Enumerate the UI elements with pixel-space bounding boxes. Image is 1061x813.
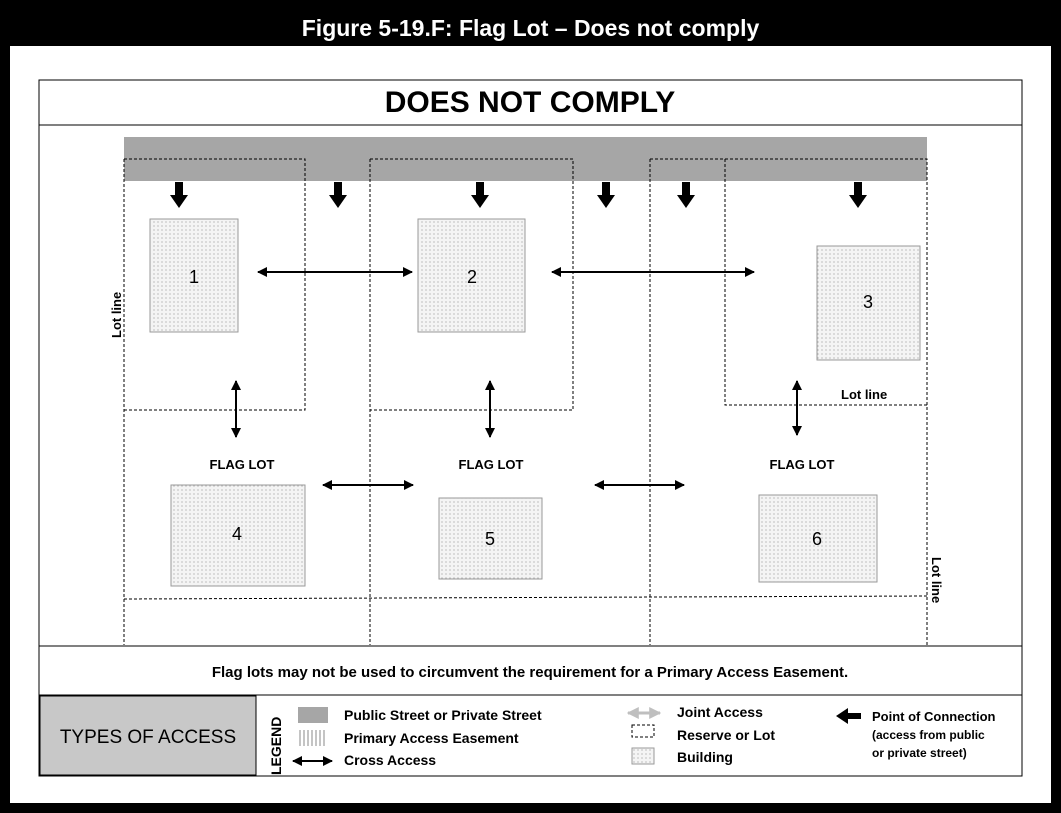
legend-primary-easement: Primary Access Easement (344, 730, 519, 746)
legend-joint-access: Joint Access (677, 704, 763, 720)
reserve-lot-swatch (631, 724, 655, 738)
legend-building: Building (677, 749, 733, 765)
legend-items: Public Street or Private Street Primary … (292, 704, 996, 768)
figure-title: Figure 5-19.F: Flag Lot – Does not compl… (10, 10, 1051, 46)
lot-lines (123, 158, 928, 645)
point-of-connection-icon (597, 182, 615, 208)
lot-line-label: Lot line (109, 292, 124, 338)
diagram-heading: DOES NOT COMPLY (385, 86, 676, 119)
lot-number-1: 1 (189, 267, 199, 287)
lot-number-2: 2 (467, 267, 477, 287)
lot-numbers: 1 2 3 4 5 6 (189, 267, 873, 549)
building-2 (417, 218, 526, 333)
point-of-connection-icon (849, 182, 867, 208)
types-of-access-box (39, 695, 257, 776)
point-of-connection-icon (329, 182, 347, 208)
legend-cross-access: Cross Access (344, 752, 436, 768)
legend-public-street: Public Street or Private Street (344, 707, 542, 723)
building-6 (758, 494, 878, 583)
lot-number-3: 3 (863, 292, 873, 312)
diagram-border (38, 79, 1023, 777)
flag-lot-label: FLAG LOT (459, 457, 524, 472)
cross-access-arrows (231, 267, 802, 490)
public-street-swatch (298, 707, 328, 723)
points-of-connection (170, 182, 867, 208)
building-5 (438, 497, 543, 580)
lot-line-label: Lot line (841, 387, 887, 402)
primary-easement-swatch (299, 730, 325, 746)
flag-lot-label: FLAG LOT (210, 457, 275, 472)
lot-number-6: 6 (812, 529, 822, 549)
building-3 (816, 245, 921, 361)
lot-number-5: 5 (485, 529, 495, 549)
building-4 (170, 484, 306, 587)
building-1 (149, 218, 239, 333)
legend-label: LEGEND (268, 717, 284, 775)
note-text: Flag lots may not be used to circumvent … (212, 664, 848, 681)
legend-point-of-connection: Point of Connection (872, 709, 996, 724)
point-of-connection-legend-icon (836, 708, 861, 724)
legend-poc-note-line1: (access from public (872, 728, 985, 742)
flag-lot-label: FLAG LOT (770, 457, 835, 472)
point-of-connection-icon (677, 182, 695, 208)
lot-number-4: 4 (232, 524, 242, 544)
buildings (149, 218, 921, 587)
building-swatch (631, 747, 655, 765)
types-of-access-label: TYPES OF ACCESS (60, 727, 236, 748)
point-of-connection-icon (170, 182, 188, 208)
lot-line-label: Lot line (929, 557, 944, 603)
legend-poc-note-line2: or private street) (872, 746, 967, 760)
point-of-connection-icon (471, 182, 489, 208)
legend-reserve-lot: Reserve or Lot (677, 727, 775, 743)
